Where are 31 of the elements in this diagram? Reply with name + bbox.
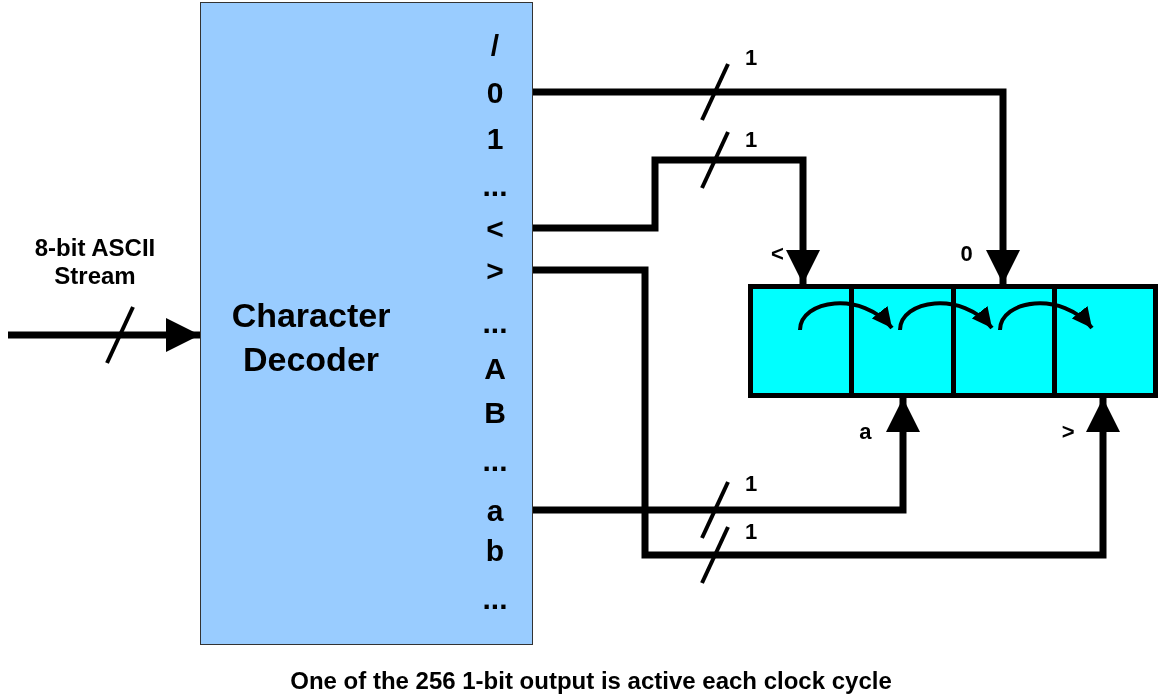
output-pin-label: 1 bbox=[486, 121, 504, 157]
decoder-block bbox=[200, 2, 533, 645]
signal-wire bbox=[533, 88, 1020, 284]
block-title: Character Decoder bbox=[230, 295, 392, 380]
output-pin-label: a bbox=[486, 493, 504, 529]
output-pin-label: / bbox=[490, 28, 500, 64]
output-pin-label: < bbox=[486, 211, 504, 247]
output-pin-label: ... bbox=[482, 168, 508, 204]
output-pin-label: B bbox=[484, 395, 506, 431]
edge-label: 1 bbox=[745, 472, 758, 496]
output-pin-label: ... bbox=[482, 443, 508, 479]
edge-label: 1 bbox=[745, 46, 758, 70]
cell-input-label: 0 bbox=[960, 241, 973, 267]
output-pin-label: ... bbox=[482, 305, 508, 341]
cell-input-label: a bbox=[859, 419, 872, 445]
output-pin-label: > bbox=[486, 253, 504, 289]
shift-arrow bbox=[998, 301, 1094, 331]
output-pin-label: ... bbox=[482, 581, 508, 617]
input-label: 8-bit ASCII Stream bbox=[33, 234, 157, 290]
caption: One of the 256 1-bit output is active each clock cycle bbox=[289, 666, 893, 696]
signal-wire bbox=[533, 266, 1120, 559]
signal-wire bbox=[533, 156, 820, 284]
output-pin-label: A bbox=[484, 351, 506, 387]
cell-input-label: < bbox=[771, 241, 784, 267]
output-pin-label: 0 bbox=[486, 75, 504, 111]
cell-input-label: > bbox=[1061, 419, 1075, 445]
shift-arrow bbox=[898, 301, 994, 331]
shift-arrow bbox=[798, 301, 894, 331]
edge-label: 1 bbox=[745, 128, 758, 152]
output-pin-label: b bbox=[485, 533, 505, 569]
edge-label: 1 bbox=[745, 520, 758, 544]
